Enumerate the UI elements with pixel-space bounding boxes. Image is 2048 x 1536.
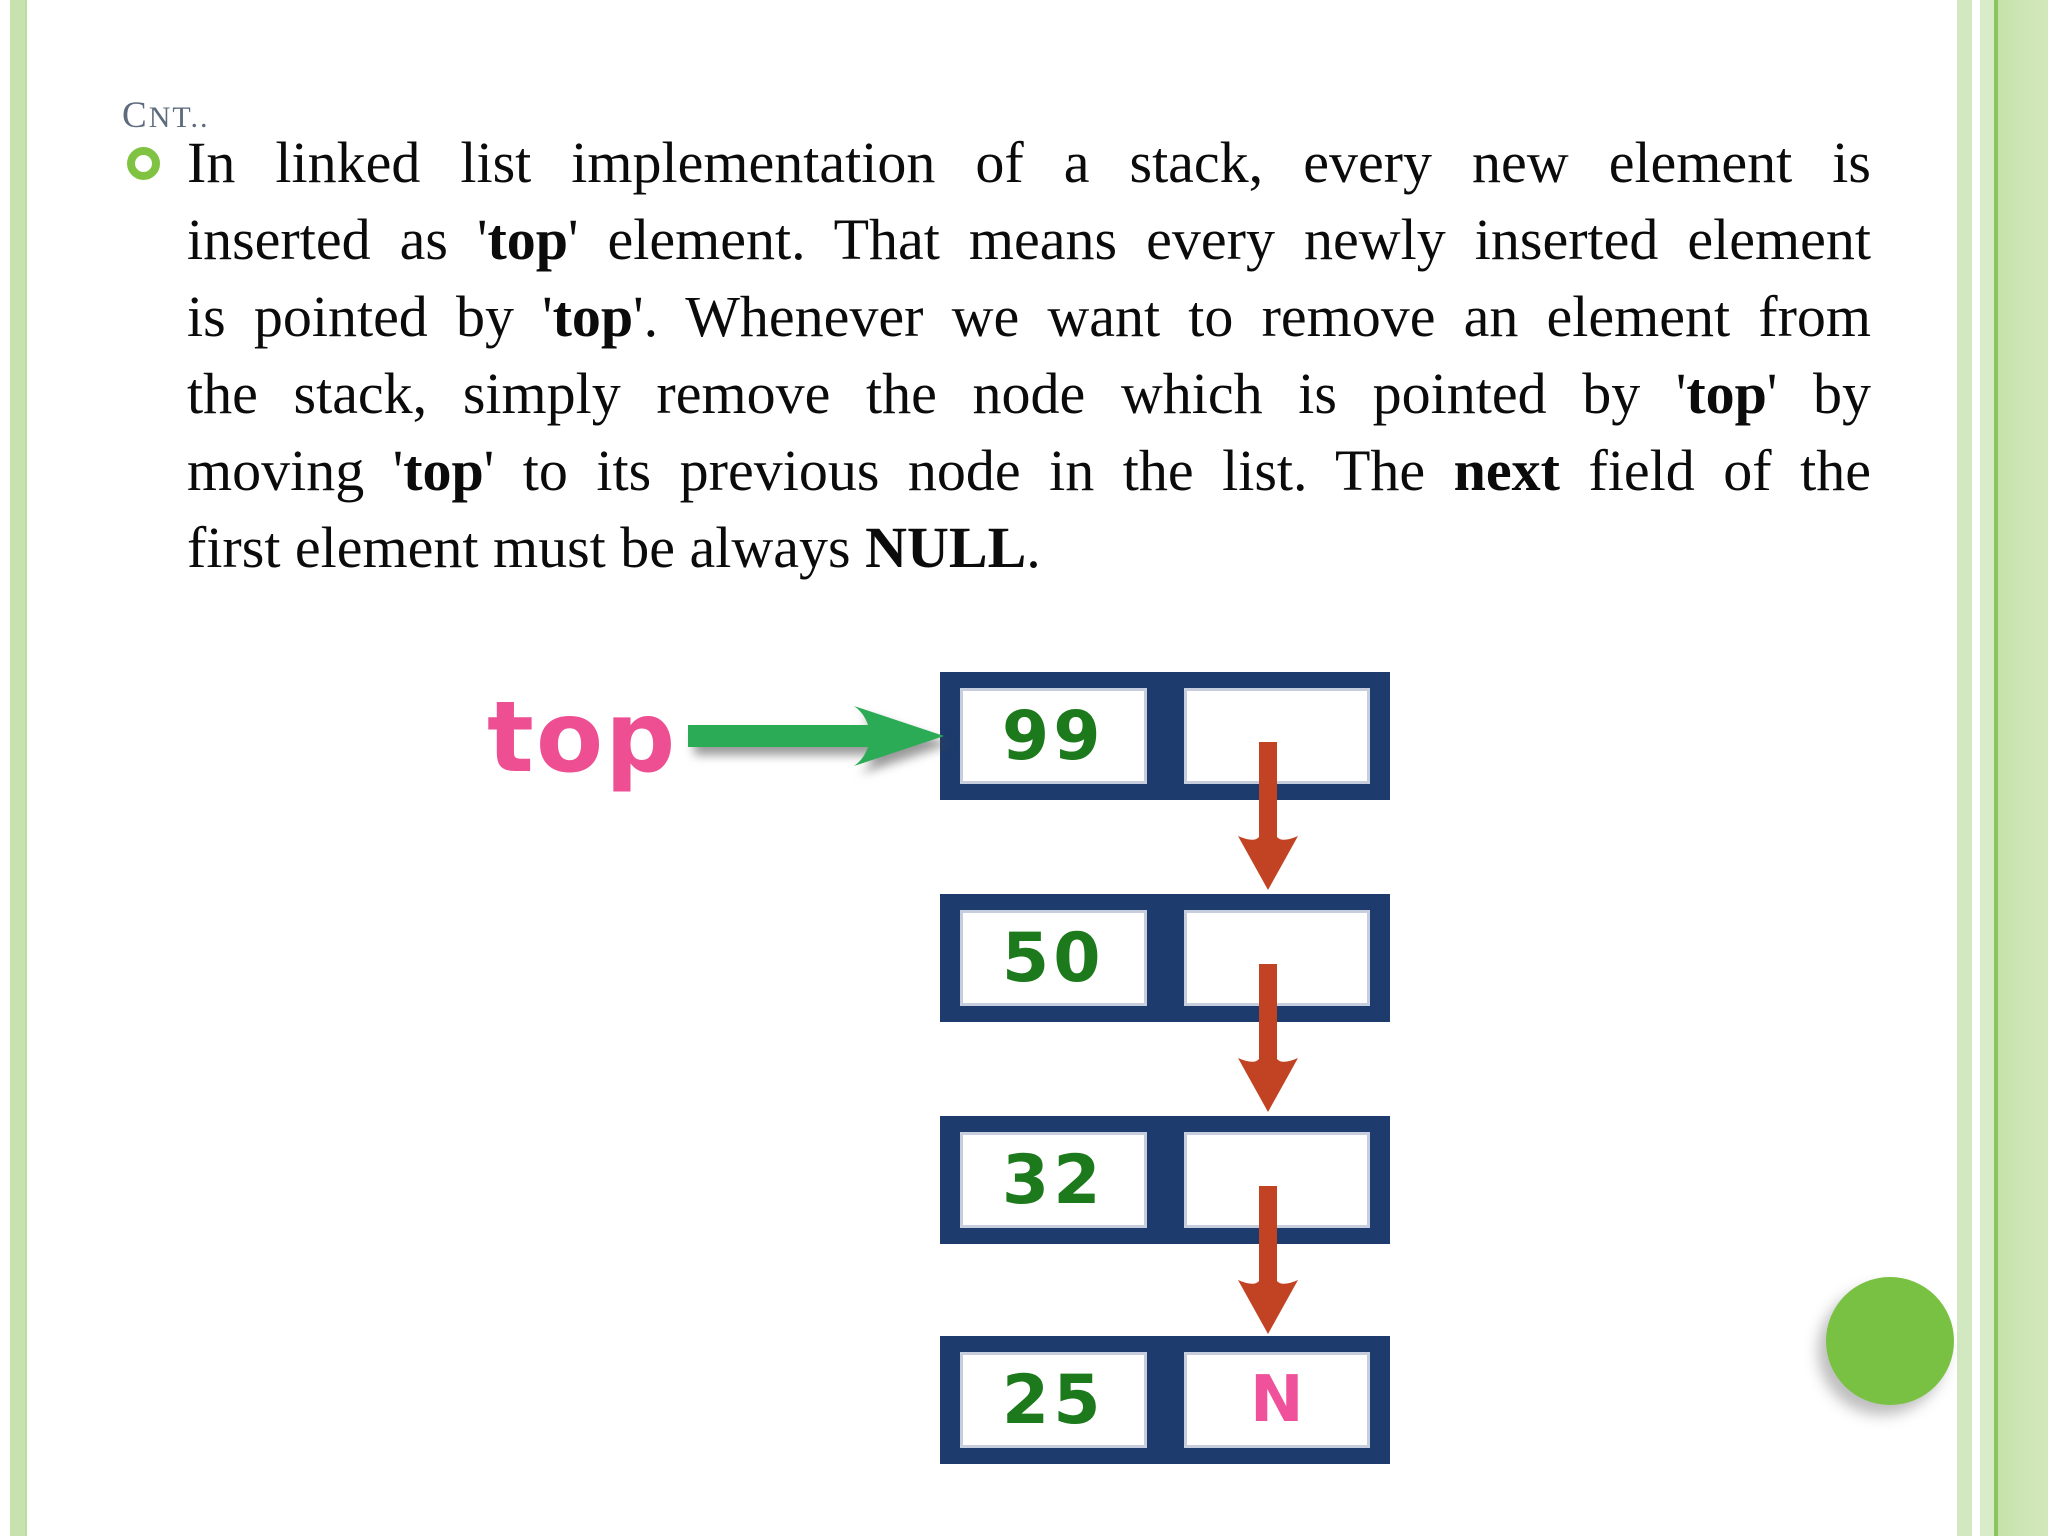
text: In linked list implementation of a stack… xyxy=(187,130,1871,195)
down-arrow-shape xyxy=(1238,742,1298,890)
bold-text: top xyxy=(1686,361,1767,426)
bold-text: top xyxy=(403,438,484,503)
data-cell: 50 xyxy=(960,910,1147,1006)
text: '. Whenever we want to remove an element… xyxy=(633,284,1871,349)
paragraph-line: first element must be always NULL. xyxy=(187,509,1871,586)
node-value: 50 xyxy=(1001,918,1105,998)
paragraph-line: the stack, simply remove the node which … xyxy=(187,355,1871,432)
bold-text: NULL xyxy=(865,515,1027,580)
paragraph: In linked list implementation of a stack… xyxy=(187,124,1871,586)
text: inserted as ' xyxy=(187,207,488,272)
paragraph-line: is pointed by 'top'. Whenever we want to… xyxy=(187,278,1871,355)
next-pointer-cell xyxy=(1183,910,1370,1006)
down-arrow-shape xyxy=(1238,964,1298,1112)
data-cell: 25 xyxy=(960,1352,1147,1448)
text: moving ' xyxy=(187,438,404,503)
bold-text: top xyxy=(552,284,634,349)
bullet-ring-icon xyxy=(127,147,160,180)
data-cell: 32 xyxy=(960,1132,1147,1228)
next-pointer-cell: N xyxy=(1183,1352,1370,1448)
right-arrow-shape xyxy=(688,706,944,766)
bold-text: next xyxy=(1453,438,1560,503)
text: ' element. That means every newly insert… xyxy=(568,207,1871,272)
top-pointer-right-arrow-icon xyxy=(688,706,944,766)
text: ' to its previous node in the list. The xyxy=(483,438,1454,503)
node-value: 25 xyxy=(1001,1360,1105,1440)
list-node: 32 xyxy=(940,1116,1390,1244)
next-pointer-down-arrow-icon xyxy=(1238,1186,1298,1334)
next-pointer-down-arrow-icon xyxy=(1238,964,1298,1112)
text: field of the xyxy=(1560,438,1871,503)
text: ' by xyxy=(1766,361,1872,426)
bold-text: top xyxy=(487,207,569,272)
paragraph-line: inserted as 'top' element. That means ev… xyxy=(187,201,1871,278)
node-value: 32 xyxy=(1001,1140,1105,1220)
list-node: 99 xyxy=(940,672,1390,800)
text: first element must be always xyxy=(187,515,866,580)
paragraph-line: In linked list implementation of a stack… xyxy=(187,124,1871,201)
list-node: 50 xyxy=(940,894,1390,1022)
list-node: 25 N xyxy=(940,1336,1390,1464)
right-border-stripe-thin xyxy=(1957,0,1972,1536)
decorative-circle xyxy=(1826,1277,1954,1405)
node-value: 99 xyxy=(1001,696,1105,776)
down-arrow-shape xyxy=(1238,1186,1298,1334)
next-pointer-down-arrow-icon xyxy=(1238,742,1298,890)
text: is pointed by ' xyxy=(187,284,553,349)
null-marker: N xyxy=(1249,1363,1304,1437)
text: . xyxy=(1026,515,1041,580)
left-border-stripe xyxy=(10,0,27,1536)
next-pointer-cell xyxy=(1183,1132,1370,1228)
data-cell: 99 xyxy=(960,688,1147,784)
slide-title: CNT.. xyxy=(122,95,210,136)
next-pointer-cell xyxy=(1183,688,1370,784)
right-border-stripe-band xyxy=(1980,0,2048,1536)
paragraph-line: moving 'top' to its previous node in the… xyxy=(187,432,1871,509)
top-pointer-label: top xyxy=(487,681,678,795)
text: the stack, simply remove the node which … xyxy=(187,361,1687,426)
